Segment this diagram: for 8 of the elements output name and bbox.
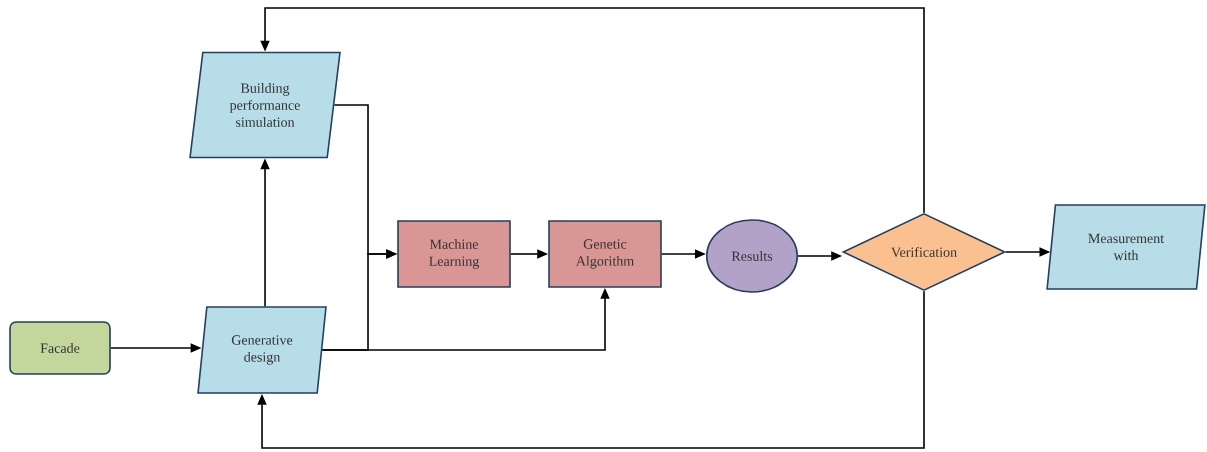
data-parallelogram: Generative design bbox=[197, 306, 327, 394]
process-box: Genetic Algorithm bbox=[548, 220, 662, 288]
data-parallelogram: Measurement with bbox=[1046, 204, 1206, 290]
arrow bbox=[260, 7, 925, 214]
process-box: Machine Learning bbox=[397, 220, 511, 288]
arrow bbox=[257, 290, 925, 449]
data-parallelogram: Building performance simulation bbox=[189, 51, 341, 159]
start-box: Facade bbox=[9, 321, 111, 375]
